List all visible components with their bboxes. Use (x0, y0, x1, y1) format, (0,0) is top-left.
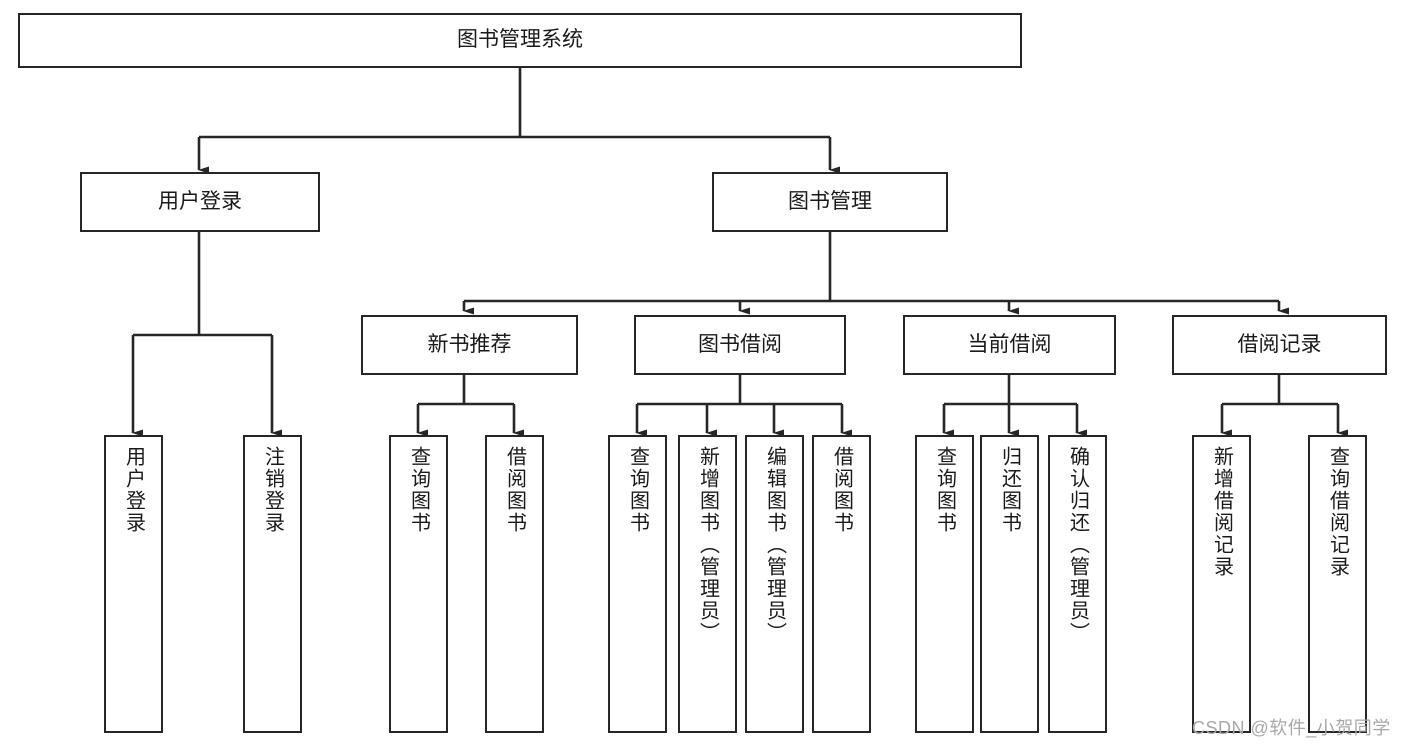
leaf-borrow-record-query-record[interactable]: 查询借阅记录 (1308, 435, 1367, 733)
node-borrow-record[interactable]: 借阅记录 (1172, 315, 1387, 375)
node-label: 新增图书（管理员） (696, 446, 719, 644)
leaf-current-borrow-confirm-return-admin[interactable]: 确认归还（管理员） (1048, 435, 1107, 733)
node-label: 借阅图书 (830, 446, 853, 534)
node-label: 归还图书 (998, 446, 1021, 534)
node-label: 图书管理 (788, 189, 872, 213)
leaf-book-borrow-add-book-admin[interactable]: 新增图书（管理员） (678, 435, 737, 733)
node-label: 图书管理系统 (457, 28, 583, 52)
node-label: 借阅图书 (503, 446, 526, 534)
leaf-book-borrow-borrow-book[interactable]: 借阅图书 (812, 435, 871, 733)
node-book-management[interactable]: 图书管理 (712, 172, 948, 232)
csdn-watermark: CSDN @软件_小贺同学 (1192, 718, 1391, 738)
node-label: 确认归还（管理员） (1066, 446, 1089, 644)
leaf-user-login-logout[interactable]: 注销登录 (243, 435, 302, 733)
node-root-book-management-system[interactable]: 图书管理系统 (18, 13, 1022, 68)
leaf-current-borrow-return-book[interactable]: 归还图书 (980, 435, 1039, 733)
leaf-book-borrow-query-book[interactable]: 查询图书 (608, 435, 667, 733)
node-label: 查询图书 (407, 446, 430, 534)
node-label: 新增借阅记录 (1210, 446, 1233, 578)
node-label: 编辑图书（管理员） (763, 446, 786, 644)
node-label: 图书借阅 (698, 332, 782, 356)
node-label: 注销登录 (261, 446, 284, 534)
leaf-current-borrow-query-book[interactable]: 查询图书 (915, 435, 974, 733)
node-label: 当前借阅 (967, 332, 1052, 356)
node-current-borrow[interactable]: 当前借阅 (903, 315, 1116, 375)
node-user-login[interactable]: 用户登录 (80, 172, 320, 232)
leaf-new-book-borrow-book[interactable]: 借阅图书 (485, 435, 544, 733)
leaf-new-book-query-book[interactable]: 查询图书 (389, 435, 448, 733)
node-label: 用户登录 (122, 446, 145, 534)
node-label: 用户登录 (158, 189, 242, 213)
node-label: 查询图书 (626, 446, 649, 534)
leaf-user-login-login[interactable]: 用户登录 (104, 435, 163, 733)
node-book-borrow[interactable]: 图书借阅 (634, 315, 846, 375)
leaf-borrow-record-add-record[interactable]: 新增借阅记录 (1192, 435, 1251, 733)
node-new-book-recommend[interactable]: 新书推荐 (361, 315, 578, 375)
node-label: 借阅记录 (1237, 332, 1322, 356)
node-label: 查询图书 (933, 446, 956, 534)
node-label: 查询借阅记录 (1326, 446, 1349, 578)
node-label: 新书推荐 (427, 332, 512, 356)
leaf-book-borrow-edit-book-admin[interactable]: 编辑图书（管理员） (745, 435, 804, 733)
